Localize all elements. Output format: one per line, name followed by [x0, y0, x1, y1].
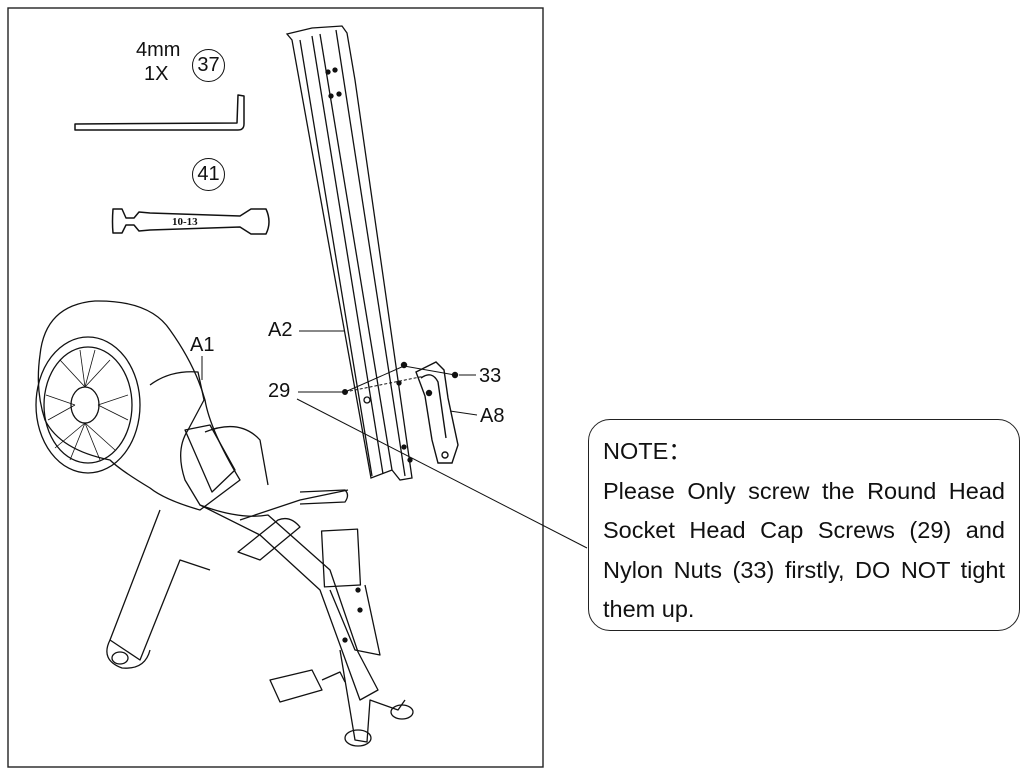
- rower-machine-icon: [35, 300, 414, 747]
- callout-33: 33: [479, 365, 502, 387]
- callout-a8: A8: [480, 405, 505, 427]
- hex-key-size: 4mm: [136, 39, 181, 61]
- rail-a2-icon: [285, 25, 413, 481]
- screw-guide-lines: [342, 365, 456, 395]
- callout-a2: A2: [268, 319, 293, 341]
- note-box: NOTE： Please Only screw the Round Head S…: [588, 419, 1020, 631]
- callout-29: 29: [268, 380, 291, 402]
- callout-a1: A1: [190, 334, 215, 356]
- part-number-41: 41: [192, 158, 225, 191]
- bracket-a8-icon: [400, 361, 459, 464]
- leader-lines: [201, 330, 588, 549]
- hex-key-icon: [74, 94, 245, 131]
- part-number-37: 37: [192, 49, 225, 82]
- wrench-icon: [111, 208, 270, 235]
- note-text: Please Only screw the Round Head Socket …: [603, 477, 1005, 623]
- wrench-stamp: 10-13: [172, 216, 198, 228]
- hex-key-qty: 1X: [144, 63, 169, 85]
- note-title: NOTE：: [603, 438, 692, 464]
- frame-border: [7, 7, 544, 768]
